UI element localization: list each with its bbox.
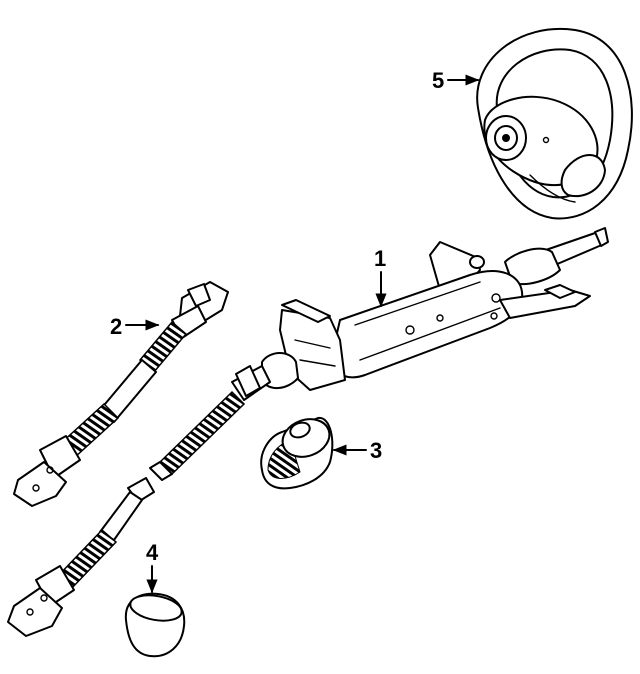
lower-intermediate-shaft <box>13 281 229 507</box>
callout-2: 2 <box>110 314 160 339</box>
steering-wheel <box>476 27 633 220</box>
callout-3: 3 <box>332 438 382 463</box>
callout-label-2: 2 <box>110 314 122 339</box>
callout-label-1: 1 <box>374 246 386 271</box>
lower-shaft-secondary <box>7 477 155 637</box>
shaft-boot <box>260 416 334 490</box>
callout-label-5: 5 <box>432 68 444 93</box>
callout-label-4: 4 <box>146 540 159 565</box>
cap <box>124 592 186 658</box>
callout-label-3: 3 <box>370 438 382 463</box>
steering-column <box>149 227 609 481</box>
callout-1: 1 <box>374 246 387 308</box>
callout-4: 4 <box>146 540 159 594</box>
callout-5: 5 <box>432 68 480 93</box>
